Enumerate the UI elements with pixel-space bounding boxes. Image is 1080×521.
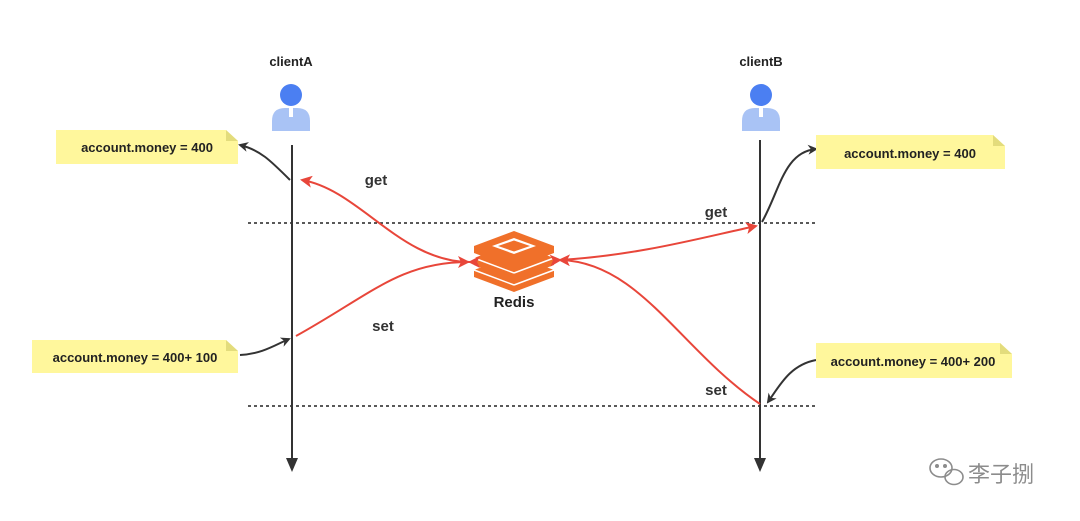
redis-server: Redis	[473, 231, 555, 311]
client-b-get-arrow	[549, 222, 758, 267]
client-b-set-arrow	[558, 254, 761, 405]
note-client-a-get-text: account.money = 400	[81, 140, 213, 155]
note-client-a-set: account.money = 400+ 100	[32, 340, 238, 373]
note-client-a-get: account.money = 400	[56, 130, 238, 164]
note-client-b-get: account.money = 400	[816, 135, 1005, 169]
note-client-b-set-text: account.money = 400+ 200	[831, 354, 996, 369]
client-b-set-label: set	[705, 382, 727, 399]
client-b-timeline-arrowhead	[754, 458, 766, 472]
client-a-get-connector	[238, 142, 291, 181]
client-a-set-connector	[239, 337, 291, 356]
client-a-set-label: set	[372, 318, 394, 335]
client-b-label: clientB	[739, 54, 782, 69]
client-b-get-label: get	[705, 204, 728, 221]
note-client-b-get-text: account.money = 400	[844, 146, 976, 161]
note-client-a-set-text: account.money = 400+ 100	[53, 350, 218, 365]
client-a: clientA	[269, 54, 313, 472]
client-a-timeline-arrowhead	[286, 458, 298, 472]
client-a-get-label: get	[365, 172, 388, 189]
watermark: 李子捌	[929, 458, 1034, 488]
note-client-b-set: account.money = 400+ 200	[816, 343, 1012, 378]
wechat-icon	[929, 458, 964, 486]
watermark-text: 李子捌	[968, 463, 1034, 488]
client-a-label: clientA	[269, 54, 313, 69]
person-icon	[272, 84, 310, 131]
redis-label: Redis	[494, 294, 535, 311]
client-a-set-arrow	[295, 256, 470, 337]
client-b-get-connector	[761, 144, 818, 223]
client-b-set-connector	[766, 359, 817, 404]
client-b: clientB	[739, 54, 783, 472]
client-a-get-arrow	[300, 175, 481, 269]
person-icon	[742, 84, 780, 131]
redis-logo-icon	[473, 231, 555, 292]
